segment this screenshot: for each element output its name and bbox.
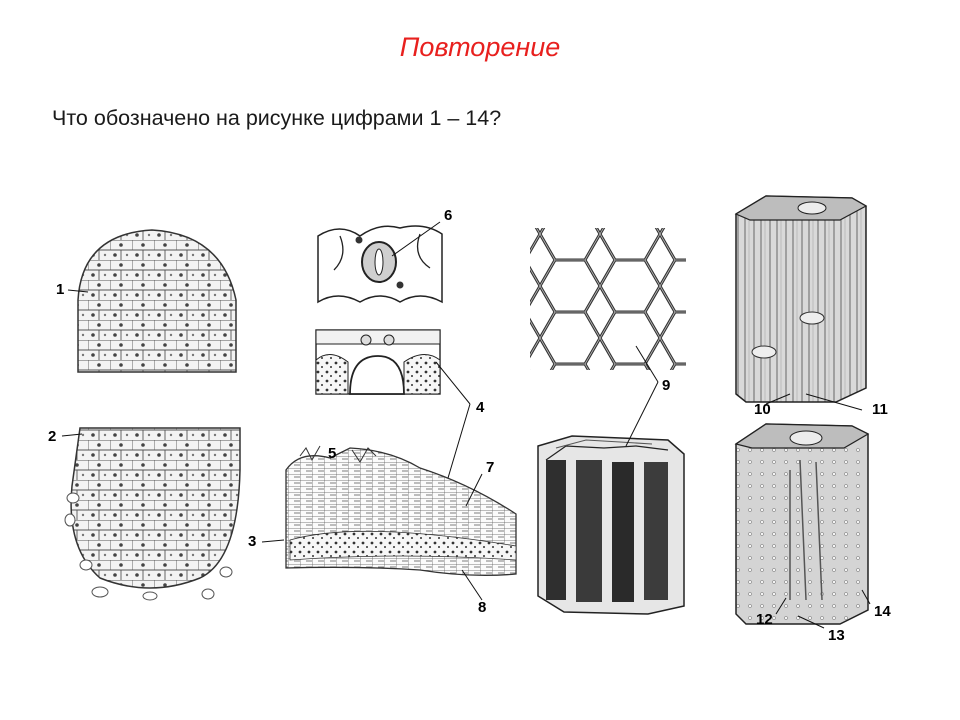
slide-title: Повторение	[399, 32, 561, 62]
figure-12-13-14-tracheids	[734, 423, 870, 625]
figure-6-stoma-surface	[317, 225, 443, 304]
label-3: 3	[248, 533, 256, 550]
label-9: 9	[662, 377, 670, 394]
label-2: 2	[48, 428, 56, 445]
label-8: 8	[478, 599, 486, 616]
label-5: 5	[328, 445, 336, 462]
label-1: 1	[56, 281, 64, 298]
label-12: 12	[756, 611, 773, 628]
figure-4-stoma-section	[315, 329, 441, 395]
label-10: 10	[754, 401, 771, 418]
figure-10-11-vessels	[734, 195, 868, 403]
label-11: 11	[872, 401, 888, 418]
figure-1-apical-meristem	[77, 229, 237, 373]
label-13: 13	[828, 627, 845, 644]
figure-2-root-tip	[64, 427, 241, 601]
label-14: 14	[874, 603, 891, 620]
figure-9-collenchyma	[526, 224, 690, 374]
label-7: 7	[486, 459, 494, 476]
slide-question: Что обозначено на рисунке цифрами 1 – 14…	[52, 106, 502, 130]
figure-5-7-8-periderm	[285, 445, 517, 576]
label-4: 4	[476, 399, 485, 416]
label-6: 6	[444, 207, 452, 224]
figure-9-sclerenchyma-block	[537, 435, 685, 615]
leader-lines	[61, 221, 871, 629]
